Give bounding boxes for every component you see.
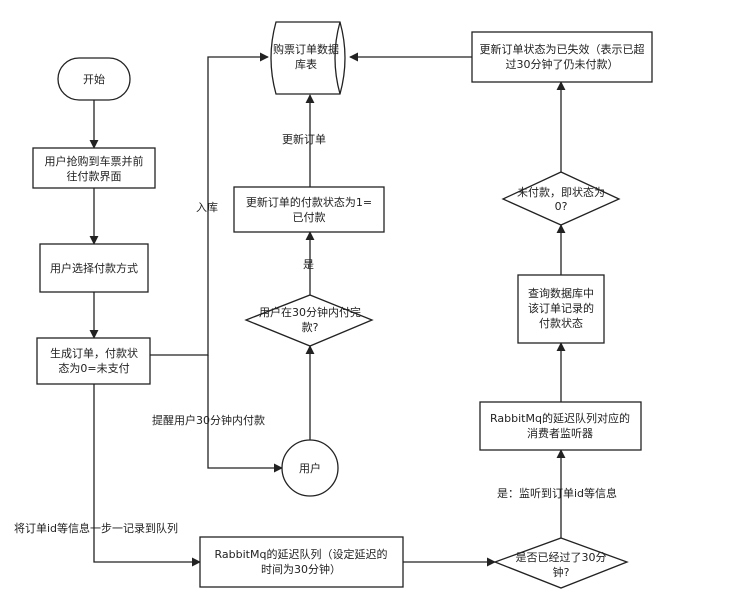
paid-decision-node — [244, 294, 374, 347]
unpaid-decision-label-1: 未付款，即状态为 — [517, 185, 605, 199]
update-expired-node — [471, 31, 653, 83]
delay-queue-node — [199, 536, 404, 588]
yes-edge-label: 是 — [303, 258, 314, 271]
consumer-label-1: RabbitMq的延迟队列对应的 — [490, 411, 630, 425]
database-label-2: 库表 — [295, 57, 317, 71]
node-text: 开始 用户抢购到车票并前 往付款界面 用户选择付款方式 生成订单，付款状 态为0… — [45, 42, 645, 579]
grab-ticket-node — [32, 147, 156, 189]
update-expired-label-2: 过30分钟了仍未付款） — [506, 57, 619, 71]
delay-queue-label-2: 时间为30分钟） — [261, 562, 341, 576]
grab-ticket-label-1: 用户抢购到车票并前 — [45, 154, 144, 168]
timeout-decision-label-1: 是否已经过了30分 — [516, 551, 607, 564]
query-db-label-1: 查询数据库中 — [528, 286, 594, 300]
database-node — [270, 21, 346, 95]
update-paid-node — [233, 186, 385, 233]
create-order-label-1: 生成订单，付款状 — [50, 346, 138, 360]
connectors — [89, 52, 566, 567]
consumer-node — [479, 401, 642, 451]
edge-create-to-user — [207, 355, 283, 473]
choose-payment-node — [39, 243, 149, 293]
listen-edge-label: 是：监听到订单id等信息 — [497, 486, 617, 500]
user-label: 用户 — [299, 461, 321, 475]
timeout-decision-label-2: 钟? — [553, 565, 570, 579]
delay-queue-label-1: RabbitMq的延迟队列（设定延迟的 — [215, 547, 388, 561]
enqueue-edge-label: 将订单id等信息一步一记录到队列 — [14, 521, 178, 535]
start-node — [57, 57, 131, 101]
remind-edge-label: 提醒用户30分钟内付款 — [152, 413, 265, 427]
update-order-edge-label: 更新订单 — [282, 132, 326, 146]
consumer-label-2: 消费者监听器 — [527, 426, 593, 440]
query-db-label-3: 付款状态 — [539, 316, 583, 330]
insert-edge-label: 入库 — [196, 201, 218, 214]
grab-ticket-label-2: 往付款界面 — [67, 169, 122, 183]
paid-decision-label-1: 用户在30分钟内付完 — [259, 305, 361, 319]
paid-decision-label-2: 款? — [302, 320, 319, 334]
timeout-decision-node — [493, 537, 629, 589]
edge-labels: 入库 提醒用户30分钟内付款 将订单id等信息一步一记录到队列 是 更新订单 是… — [14, 132, 617, 535]
database-label-1: 购票订单数据 — [273, 42, 339, 56]
create-order-label-2: 态为0=未支付 — [58, 362, 129, 375]
unpaid-decision-node — [501, 171, 621, 226]
query-db-node — [517, 274, 605, 344]
create-order-node — [36, 337, 151, 385]
update-paid-label-1: 更新订单的付款状态为1= — [246, 195, 372, 209]
edge-create-to-db — [150, 52, 269, 356]
user-node — [281, 439, 339, 497]
query-db-label-2: 该订单记录的 — [528, 301, 594, 315]
update-paid-label-2: 已付款 — [293, 210, 326, 224]
edge-create-to-queue — [93, 384, 201, 567]
update-expired-label-1: 更新订单状态为已失效（表示已超 — [480, 42, 645, 56]
start-label: 开始 — [83, 72, 105, 86]
unpaid-decision-label-2: 0? — [555, 200, 568, 213]
nodes — [32, 21, 653, 589]
choose-payment-label: 用户选择付款方式 — [50, 261, 138, 275]
